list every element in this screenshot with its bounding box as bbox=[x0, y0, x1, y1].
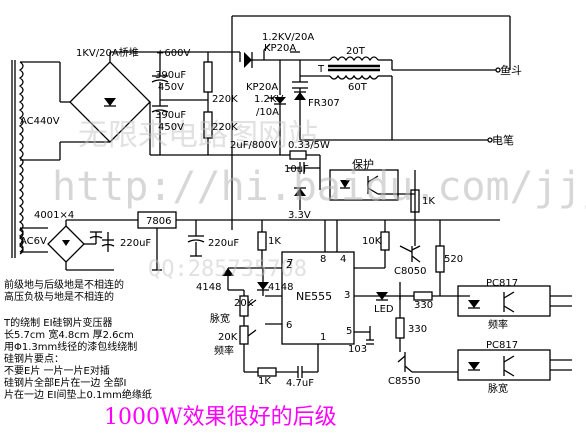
label-r033: 0.33/5W bbox=[288, 140, 330, 151]
label-pin5: 5 bbox=[346, 326, 352, 337]
label-c220a: 220uF bbox=[120, 238, 151, 249]
label-led: LED bbox=[374, 304, 394, 315]
filter-caps bbox=[151, 52, 280, 156]
label-c2: 390uF bbox=[155, 110, 186, 121]
label-pin6: 6 bbox=[286, 320, 292, 331]
label-d4148a: 4148 bbox=[196, 282, 221, 293]
label-ne555: NE555 bbox=[296, 290, 332, 303]
label-pin8: 8 bbox=[320, 254, 326, 265]
label-r1k-bot: 1K bbox=[258, 376, 271, 387]
label-r330b: 330 bbox=[408, 324, 427, 335]
label-dianbi: 电笔 bbox=[492, 133, 514, 147]
label-kp20-mid: KP20A bbox=[246, 82, 278, 93]
label-7806: 7806 bbox=[146, 216, 171, 227]
label-pin1: 1 bbox=[320, 332, 326, 343]
label-c1: 390uF bbox=[155, 70, 186, 81]
label-pc817a: PC817 bbox=[486, 278, 518, 289]
label-yudou: 鱼斗 bbox=[500, 63, 522, 77]
label-pc817b: PC817 bbox=[486, 340, 518, 351]
label-c2uf: 2uF/800V bbox=[230, 140, 278, 151]
note-line: 硅钢片要点： bbox=[4, 352, 64, 365]
label-c10uf: 10uF bbox=[284, 164, 309, 175]
label-maikuan-a: 脉宽 bbox=[210, 312, 230, 325]
label-ac6v: AC6V bbox=[20, 236, 47, 247]
output-drivers bbox=[376, 220, 572, 381]
watermark-line3: QQ:285735708 bbox=[148, 257, 307, 282]
label-diode-top: 1.2KV/20A bbox=[262, 32, 314, 43]
note-line: 前级地与后级地是不相连的 bbox=[4, 278, 124, 291]
watermark-line2: http://hi.baidu.com/jjj4 bbox=[52, 164, 586, 210]
label-c2v: 450V bbox=[158, 122, 184, 133]
input-transformer bbox=[11, 60, 60, 258]
label-d12: 1.2KV bbox=[254, 94, 283, 105]
label-ac440: AC440V bbox=[20, 116, 60, 127]
label-d10: /10A bbox=[256, 107, 279, 118]
output-transformer bbox=[290, 51, 501, 143]
timing-network bbox=[222, 267, 318, 378]
low-voltage-supply bbox=[47, 211, 500, 271]
label-baohu: 保护 bbox=[352, 157, 374, 171]
label-r520: 520 bbox=[444, 254, 463, 265]
label-c103: 103 bbox=[348, 344, 367, 355]
label-r220b: 220K bbox=[212, 122, 238, 133]
label-pin2: 2 bbox=[286, 260, 292, 271]
component-labels: 1KV/20A桥堆 +600V AC440V 390uF 450V 390uF … bbox=[20, 32, 522, 395]
label-c8550: C8550 bbox=[388, 376, 420, 387]
label-c8050: C8050 bbox=[394, 266, 426, 277]
watermark: 无限来电路图网站 http://hi.baidu.com/jjj4 QQ:285… bbox=[52, 118, 586, 282]
watermark-line1: 无限来电路图网站 bbox=[78, 118, 318, 153]
label-p20k-b: 20K bbox=[218, 332, 238, 343]
note-line: 硅钢片全部E片在一边 全部I bbox=[4, 376, 126, 389]
label-600v: +600V bbox=[156, 48, 190, 59]
label-d4148b: 4148 bbox=[268, 282, 293, 293]
label-pin7: 7 bbox=[287, 258, 293, 269]
note-line: 长5.7cm 宽4.8cm 厚2.6cm bbox=[4, 328, 134, 341]
label-pin3: 3 bbox=[344, 290, 350, 301]
label-3v3: 3.3V bbox=[288, 210, 311, 221]
label-t: T bbox=[317, 64, 325, 75]
build-notes: 前级地与后级地是不相连的 高压负极与地是不相连的 T的绕制 EI硅钢片变压器 长… bbox=[3, 278, 152, 401]
thyristor-section bbox=[231, 15, 511, 230]
label-r1k-mid: 1K bbox=[268, 236, 281, 247]
label-c47: 4.7uF bbox=[286, 378, 314, 389]
label-r220a: 220K bbox=[212, 94, 238, 105]
label-fr307: FR307 bbox=[308, 98, 340, 109]
label-kp20-top: KP20A bbox=[264, 43, 296, 54]
sense-and-protection bbox=[280, 150, 420, 246]
label-bridge-small: 4001×4 bbox=[34, 210, 74, 221]
label-c220b: 220uF bbox=[208, 238, 239, 249]
label-p20k-a: 20K bbox=[234, 298, 254, 309]
note-line: 片在一边 EI间垫上0.1mm绝缘纸 bbox=[4, 388, 152, 401]
note-line: 不要E片 一片一片E对插 bbox=[4, 364, 110, 377]
label-r330a: 330 bbox=[414, 300, 433, 311]
note-line: T的绕制 EI硅钢片变压器 bbox=[3, 316, 113, 329]
label-t60: 60T bbox=[348, 82, 368, 93]
label-pinlv-a: 频率 bbox=[214, 344, 234, 357]
ne555-timer bbox=[257, 220, 400, 372]
label-r1k-right: 1K bbox=[422, 196, 435, 207]
label-maikuan-b: 脉宽 bbox=[488, 382, 508, 395]
page-title: 1000W效果很好的后级 bbox=[104, 405, 337, 430]
label-pinlv-b: 频率 bbox=[488, 318, 508, 331]
note-line: 用Φ1.3mm线径的漆包线绕制 bbox=[4, 340, 137, 353]
label-t20: 20T bbox=[346, 46, 366, 57]
label-bridge: 1KV/20A桥堆 bbox=[76, 47, 139, 59]
label-c1v: 450V bbox=[158, 82, 184, 93]
note-line: 高压负极与地是不相连的 bbox=[4, 290, 114, 303]
main-bridge-rectifier bbox=[59, 51, 240, 160]
label-r10k: 10K bbox=[362, 236, 382, 247]
label-pin4: 4 bbox=[340, 254, 346, 265]
